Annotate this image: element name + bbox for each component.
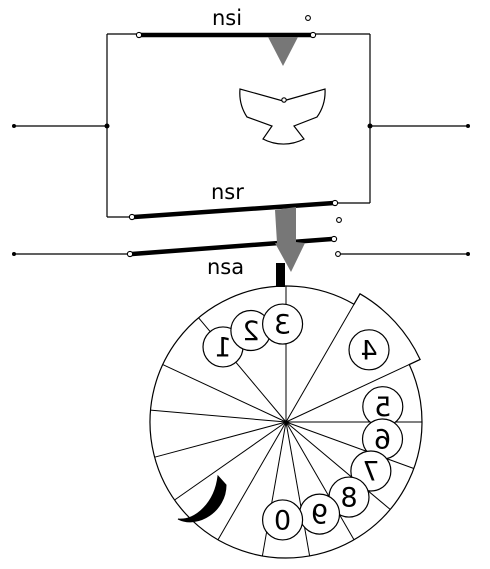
dial-spoke (162, 364, 287, 423)
finger-hole-3: 3 (261, 303, 304, 345)
dial-spoke (217, 421, 287, 541)
dial-digit: 1 (214, 332, 231, 363)
dial-digit: 7 (362, 457, 379, 488)
nsa-left-terminal (126, 250, 134, 258)
finger-hole-8: 8 (328, 476, 370, 518)
nsi-left-terminal (135, 31, 143, 39)
dial-digit: 9 (311, 500, 328, 531)
nsr-right-terminal (331, 199, 339, 207)
dial-spoke (285, 293, 361, 423)
dial-spoke (154, 421, 287, 458)
right-junction-dot (367, 123, 373, 129)
nsr-contact-blade (131, 200, 337, 220)
dial-spoke (285, 421, 355, 541)
nsa-circuit: nsa (12, 235, 470, 279)
dial-spoke (285, 421, 414, 469)
nsa-contact-blade (129, 236, 335, 257)
dial-digit: 3 (274, 310, 291, 341)
nsr-circuit: nsr (128, 180, 342, 223)
dial-digit: 6 (374, 425, 391, 456)
left-junction-dot (104, 123, 110, 129)
dial-digit: 4 (360, 335, 377, 366)
dial-spoke (285, 421, 391, 510)
cam-axle (281, 97, 287, 103)
dial-spoke (261, 421, 287, 557)
nsa-right-end-dot (466, 252, 470, 256)
nsa-open-terminal (335, 251, 341, 257)
dial-digit: 2 (242, 316, 259, 347)
dial-digit: 5 (374, 392, 391, 423)
right-end-dot (466, 124, 470, 128)
cam-assembly (239, 37, 326, 145)
finger-hole-2: 2 (230, 309, 272, 352)
nsi-open-terminal (305, 15, 311, 21)
dial-spoke (174, 421, 287, 501)
finger-hole-ring (261, 303, 304, 345)
dial-spoke (285, 421, 311, 557)
dial-spoke (150, 409, 287, 423)
pusher-shaft (275, 207, 305, 272)
finger-hole-0: 0 (261, 499, 304, 541)
nsa-right-terminal (330, 235, 338, 243)
dial-hook-icon (177, 474, 227, 523)
finger-hole-ring (348, 329, 390, 371)
nsi-circuit: nsi (12, 6, 470, 218)
nsi-cam-pusher (268, 37, 298, 66)
cam-outline (239, 88, 326, 145)
finger-hole-5: 5 (362, 386, 404, 428)
nsi-right-terminal (309, 31, 317, 39)
dial-digit: 8 (340, 483, 357, 514)
nsr-label: nsr (211, 180, 244, 204)
finger-stop (276, 263, 285, 287)
left-end-dot (12, 124, 16, 128)
dial-spoke (285, 358, 421, 423)
finger-hole-4: 4 (348, 329, 390, 371)
finger-hole-9: 9 (298, 493, 341, 535)
nsa-left-end-dot (12, 252, 16, 256)
nsa-label: nsa (207, 255, 244, 279)
nsr-left-terminal (128, 213, 136, 221)
nsi-label: nsi (212, 6, 242, 30)
dial-digit: 0 (274, 505, 291, 536)
nsr-open-terminal (336, 217, 342, 223)
finger-hole-ring (261, 499, 304, 541)
